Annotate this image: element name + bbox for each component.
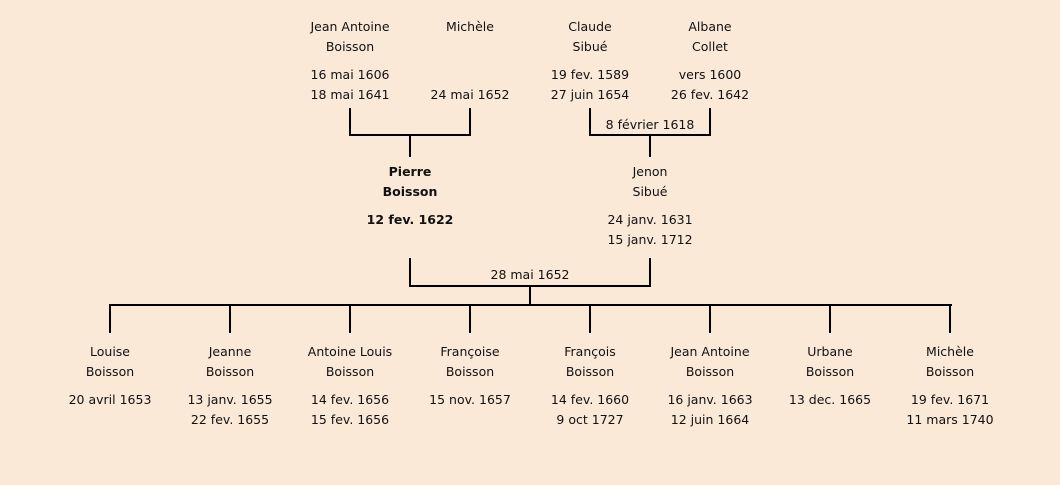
- death-date: 11 mars 1740: [906, 412, 994, 427]
- birth-date: 19 fev. 1589: [550, 67, 630, 82]
- person-name: Boisson: [325, 39, 375, 54]
- person-name: Michèle: [446, 19, 494, 34]
- person-name: Sibué: [572, 39, 608, 54]
- death-date: 26 fev. 1642: [670, 87, 750, 102]
- marriage-date-parents: 28 mai 1652: [490, 267, 570, 282]
- person-name: Jean Antoine: [310, 19, 390, 34]
- connector: [829, 304, 831, 333]
- birth-date: 15 nov. 1657: [429, 392, 511, 407]
- connector: [229, 304, 231, 333]
- connector: [709, 108, 711, 136]
- person-name: Françoise: [440, 344, 500, 359]
- connector: [529, 285, 531, 305]
- connector: [409, 134, 411, 157]
- birth-date: 16 janv. 1663: [667, 392, 753, 407]
- person-name: Boisson: [685, 364, 735, 379]
- person-name: Albane: [688, 19, 732, 34]
- connector: [349, 304, 351, 333]
- connector: [109, 304, 111, 333]
- birth-date: 12 fev. 1622: [366, 212, 454, 227]
- person-name: Boisson: [805, 364, 855, 379]
- connector: [349, 108, 351, 136]
- person-name: Boisson: [445, 364, 495, 379]
- connector: [709, 304, 711, 333]
- death-date: 27 juin 1654: [550, 87, 630, 102]
- person-name: Urbane: [807, 344, 853, 359]
- birth-date: 14 fev. 1656: [310, 392, 390, 407]
- person-name: Michèle: [926, 344, 974, 359]
- person-name: Sibué: [632, 184, 668, 199]
- person-name: Boisson: [925, 364, 975, 379]
- death-date: 12 juin 1664: [670, 412, 750, 427]
- birth-date: 13 janv. 1655: [187, 392, 273, 407]
- connector: [469, 108, 471, 136]
- birth-date: 19 fev. 1671: [910, 392, 990, 407]
- birth-date: 13 dec. 1665: [788, 392, 872, 407]
- person-name: Boisson: [205, 364, 255, 379]
- birth-date: vers 1600: [678, 67, 742, 82]
- marriage-date-grandparents: 8 février 1618: [605, 117, 695, 132]
- person-name: François: [564, 344, 616, 359]
- person-name: Antoine Louis: [307, 344, 393, 359]
- connector: [589, 108, 591, 136]
- person-name: Jenon: [632, 164, 668, 179]
- death-date: 18 mai 1641: [310, 87, 390, 102]
- person-name: Boisson: [85, 364, 135, 379]
- connector: [409, 258, 411, 287]
- person-name: Jeanne: [208, 344, 252, 359]
- death-date: 22 fev. 1655: [190, 412, 270, 427]
- person-name: Louise: [90, 344, 130, 359]
- connector: [589, 304, 591, 333]
- death-date: 9 oct 1727: [556, 412, 624, 427]
- birth-date: 14 fev. 1660: [550, 392, 630, 407]
- person-name: Collet: [692, 39, 728, 54]
- connector: [949, 304, 951, 333]
- person-name: Boisson: [382, 184, 438, 199]
- connector: [469, 304, 471, 333]
- birth-date: 24 janv. 1631: [607, 212, 693, 227]
- connector: [109, 304, 952, 306]
- connector: [649, 134, 651, 157]
- death-date: 24 mai 1652: [430, 87, 510, 102]
- person-name: Claude: [568, 19, 612, 34]
- death-date: 15 fev. 1656: [310, 412, 390, 427]
- connector: [649, 258, 651, 287]
- person-name: Jean Antoine: [670, 344, 750, 359]
- person-name: Boisson: [325, 364, 375, 379]
- death-date: 15 janv. 1712: [607, 232, 693, 247]
- birth-date: 16 mai 1606: [310, 67, 390, 82]
- birth-date: 20 avril 1653: [68, 392, 152, 407]
- person-name: Pierre: [388, 164, 432, 179]
- person-name: Boisson: [565, 364, 615, 379]
